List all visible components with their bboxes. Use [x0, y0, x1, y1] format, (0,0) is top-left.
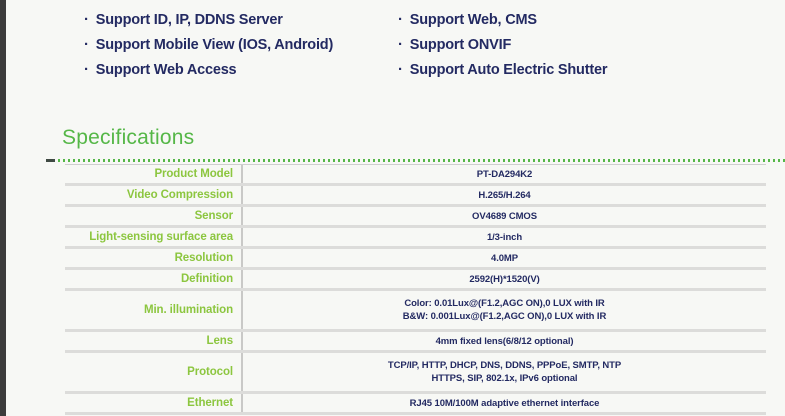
table-row: Sensor OV4689 CMOS [65, 207, 766, 228]
row-label: Ethernet [65, 394, 243, 412]
value-line: 1/3-inch [486, 231, 523, 243]
dotted-divider [46, 159, 785, 162]
feature-text: Support Mobile View (IOS, Android) [95, 36, 334, 53]
row-label: Video Compression [65, 186, 243, 204]
section-title: Specifications [62, 126, 195, 149]
divider-dots [58, 159, 785, 162]
table-row: Protocol TCP/IP, HTTP, DHCP, DNS, DDNS, … [65, 353, 766, 394]
bullet-icon: · [398, 61, 403, 78]
bullet-icon: · [84, 61, 89, 78]
value-line: 2592(H)*1520(V) [469, 273, 540, 285]
list-item: · Support Mobile View (IOS, Android) [84, 32, 398, 57]
row-value: Color: 0.01Lux@(F1.2,AGC ON),0 LUX with … [243, 291, 766, 329]
value-line: HTTPS, SIP, 802.1x, IPv6 optional [431, 373, 578, 384]
row-value: PT-DA294K2 [243, 165, 766, 183]
divider-dash [46, 159, 55, 162]
row-label: Sensor [65, 207, 243, 225]
feature-text: Support Web Access [95, 61, 237, 78]
row-label: Lens [65, 332, 243, 350]
value-line: OV4689 CMOS [472, 210, 537, 222]
value-line: Color: 0.01Lux@(F1.2,AGC ON),0 LUX with … [404, 298, 605, 309]
row-value: OV4689 CMOS [243, 207, 766, 225]
list-item: · Support ONVIF [398, 32, 607, 57]
left-edge-strip [0, 0, 6, 416]
row-value: RJ45 10M/100M adaptive ethernet interfac… [243, 394, 766, 412]
list-item: · Support Web, CMS [398, 7, 607, 32]
specifications-table: Product Model PT-DA294K2 Video Compressi… [65, 164, 766, 415]
feature-text: Support Web, CMS [409, 11, 537, 28]
table-row: Product Model PT-DA294K2 [65, 165, 766, 186]
value-line: PT-DA294K2 [476, 168, 533, 180]
row-value: 1/3-inch [243, 228, 766, 246]
value-line: H.265/H.264 [478, 189, 531, 201]
feature-column-left: · Support ID, IP, DDNS Server · Support … [84, 7, 398, 82]
table-row: Video Compression H.265/H.264 [65, 186, 766, 207]
table-row: Resolution 4.0MP [65, 249, 766, 270]
row-value: TCP/IP, HTTP, DHCP, DNS, DDNS, PPPoE, SM… [243, 353, 766, 391]
feature-list: · Support ID, IP, DDNS Server · Support … [84, 7, 775, 82]
feature-text: Support Auto Electric Shutter [409, 61, 608, 78]
row-label: Product Model [65, 165, 243, 183]
row-value: 4.0MP [243, 249, 766, 267]
value-line: TCP/IP, HTTP, DHCP, DNS, DDNS, PPPoE, SM… [387, 360, 622, 371]
bullet-icon: · [84, 36, 89, 53]
bullet-icon: · [398, 36, 403, 53]
row-value: 4mm fixed lens(6/8/12 optional) [243, 332, 766, 350]
value-line: RJ45 10M/100M adaptive ethernet interfac… [409, 397, 600, 409]
table-row: Ethernet RJ45 10M/100M adaptive ethernet… [65, 394, 766, 415]
table-row: Definition 2592(H)*1520(V) [65, 270, 766, 291]
feature-column-right: · Support Web, CMS · Support ONVIF · Sup… [398, 7, 607, 82]
row-label: Resolution [65, 249, 243, 267]
value-line: B&W: 0.001Lux@(F1.2,AGC ON),0 LUX with I… [402, 311, 607, 322]
bullet-icon: · [84, 11, 89, 28]
table-row: Min. illumination Color: 0.01Lux@(F1.2,A… [65, 291, 766, 332]
feature-text: Support ID, IP, DDNS Server [95, 11, 283, 28]
bullet-icon: · [398, 11, 403, 28]
list-item: · Support ID, IP, DDNS Server [84, 7, 398, 32]
row-label: Definition [65, 270, 243, 288]
table-row: Lens 4mm fixed lens(6/8/12 optional) [65, 332, 766, 353]
list-item: · Support Web Access [84, 57, 398, 82]
list-item: · Support Auto Electric Shutter [398, 57, 607, 82]
row-label: Min. illumination [65, 291, 243, 329]
value-line: 4mm fixed lens(6/8/12 optional) [435, 335, 574, 347]
table-row: Light-sensing surface area 1/3-inch [65, 228, 766, 249]
row-label: Light-sensing surface area [65, 228, 243, 246]
feature-text: Support ONVIF [409, 36, 512, 53]
row-value: H.265/H.264 [243, 186, 766, 204]
row-label: Protocol [65, 353, 243, 391]
row-value: 2592(H)*1520(V) [243, 270, 766, 288]
value-line: 4.0MP [491, 252, 518, 264]
